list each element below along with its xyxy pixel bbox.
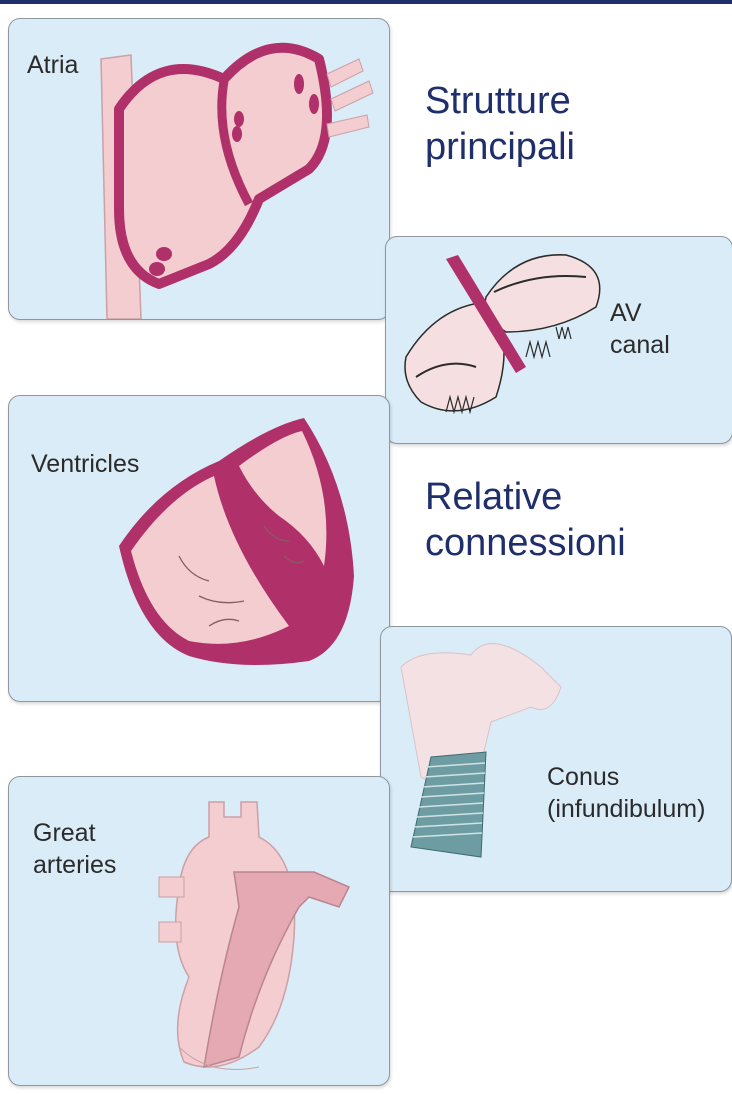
heading-connections-line1: Relative	[425, 474, 626, 520]
heading-connections: Relative connessioni	[425, 474, 626, 566]
av-canal-illustration	[386, 237, 732, 443]
top-rule	[0, 0, 732, 4]
panel-ventricles: Ventricles	[8, 395, 390, 702]
av-canal-label: AV canal	[610, 297, 670, 361]
panel-atria: Atria	[8, 18, 390, 320]
panel-great-arteries: Great arteries	[8, 776, 390, 1086]
heading-main-structures-line2: principali	[425, 124, 575, 170]
heading-main-structures: Strutture principali	[425, 78, 575, 170]
heading-connections-line2: connessioni	[425, 520, 626, 566]
atria-label: Atria	[27, 49, 78, 81]
ventricles-label: Ventricles	[31, 448, 139, 480]
great-arteries-label: Great arteries	[33, 817, 116, 881]
conus-illustration	[381, 627, 731, 891]
panel-conus: Conus (infundibulum)	[380, 626, 732, 892]
ventricles-illustration	[9, 396, 389, 701]
conus-label: Conus (infundibulum)	[547, 761, 705, 825]
panel-av-canal: AV canal	[385, 236, 732, 444]
heading-main-structures-line1: Strutture	[425, 78, 575, 124]
